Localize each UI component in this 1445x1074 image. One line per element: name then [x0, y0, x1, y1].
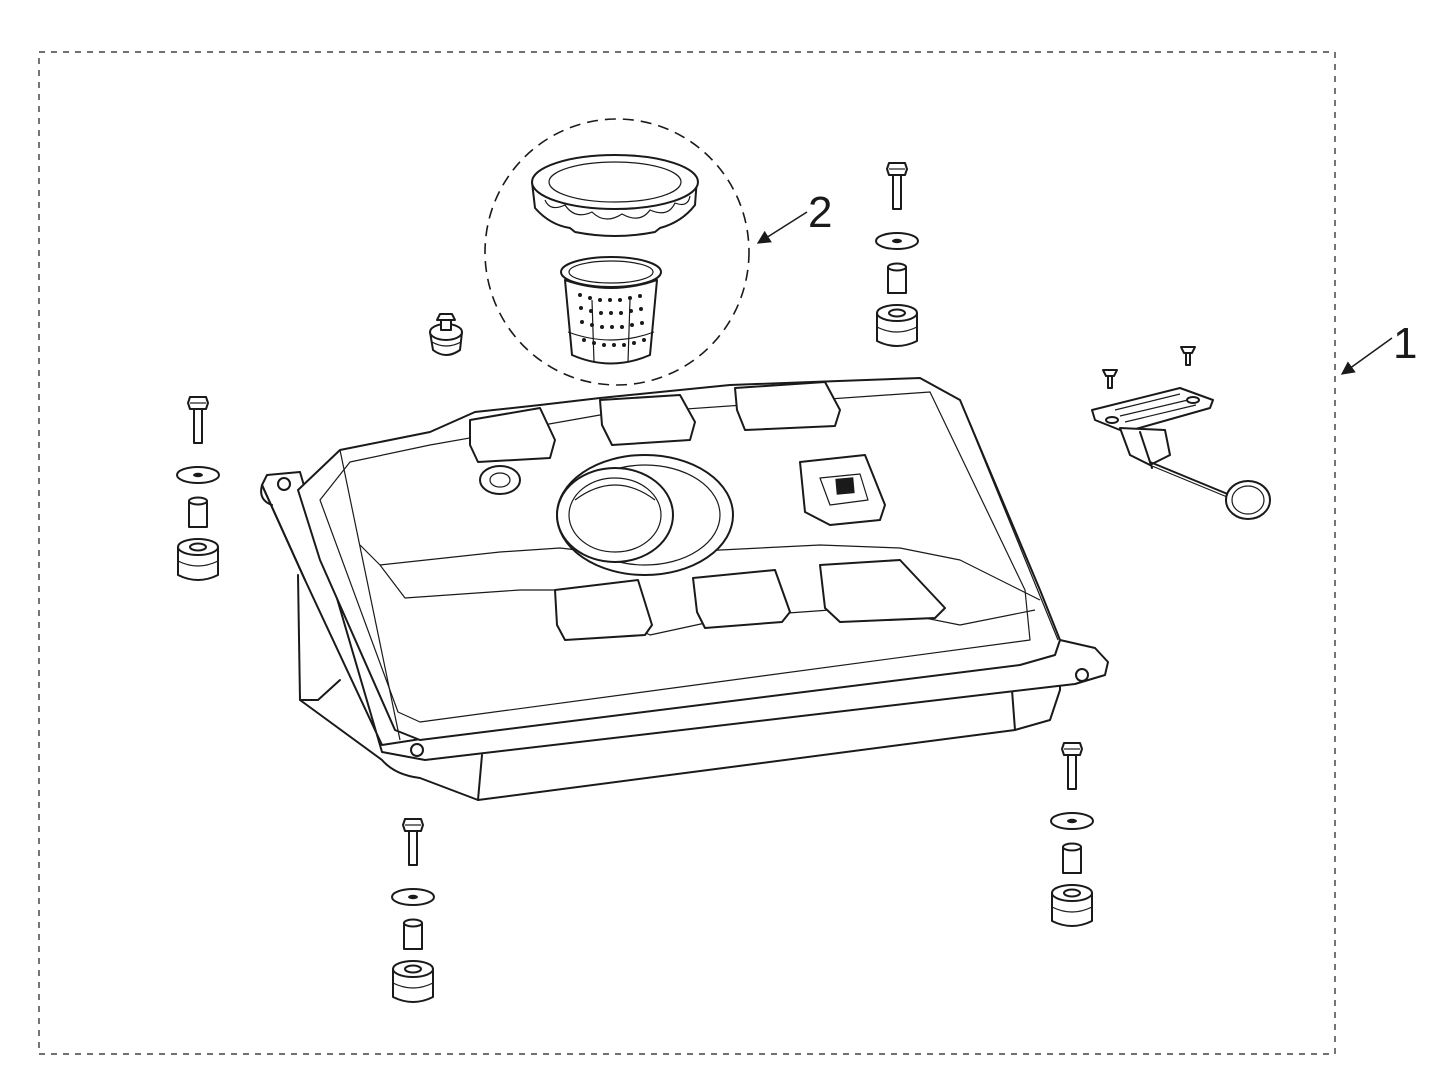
callout-1-label: 1	[1393, 319, 1417, 368]
fuel-tank	[260, 377, 1109, 801]
fuel-cap	[531, 154, 699, 237]
mount-kit-back-right	[875, 162, 919, 347]
callout-2: 2	[756, 188, 832, 244]
filter-perforations	[578, 293, 646, 347]
assembly-2-boundary	[484, 118, 750, 386]
mount-kit-left	[176, 396, 220, 581]
mount-kit-front-left	[391, 818, 435, 1003]
filter-basket	[560, 256, 662, 365]
mount-kit-front-right	[1050, 742, 1094, 927]
vent-valve	[429, 313, 463, 356]
callout-1: 1	[1340, 319, 1417, 375]
callout-2-label: 2	[808, 188, 832, 237]
assembly-1-boundary	[38, 51, 1336, 1055]
fuel-gauge-sender	[1091, 346, 1271, 520]
